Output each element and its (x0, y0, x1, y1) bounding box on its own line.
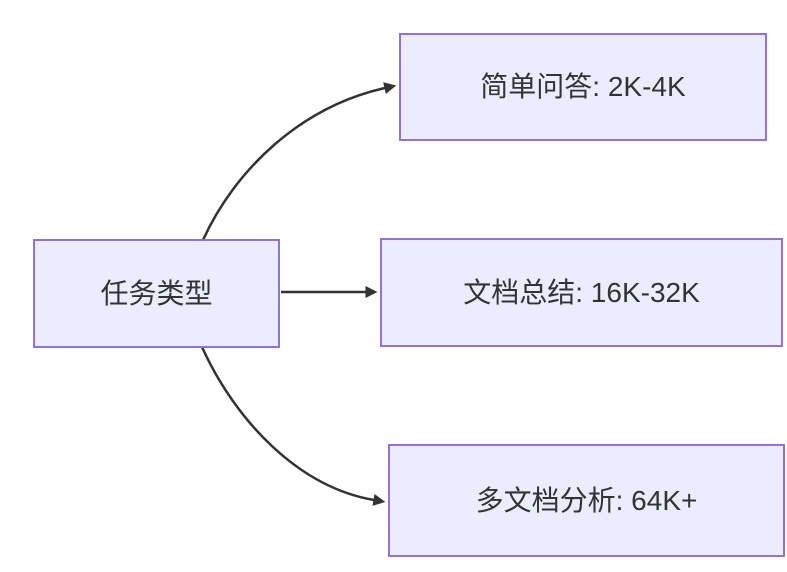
node-doc-summary-label: 文档总结: 16K-32K (463, 276, 700, 308)
node-simple-qa-label: 简单问答: 2K-4K (480, 71, 686, 103)
node-multi-doc-analysis: 多文档分析: 64K+ (388, 444, 785, 557)
edge-task-type-to-simple-qa (201, 82, 397, 241)
node-doc-summary: 文档总结: 16K-32K (380, 238, 783, 347)
node-task-type: 任务类型 (33, 239, 280, 348)
edge-task-type-to-multi-doc (200, 346, 386, 506)
node-simple-qa: 简单问答: 2K-4K (399, 33, 767, 141)
node-task-type-label: 任务类型 (100, 277, 213, 309)
node-multi-doc-analysis-label: 多文档分析: 64K+ (475, 484, 698, 516)
